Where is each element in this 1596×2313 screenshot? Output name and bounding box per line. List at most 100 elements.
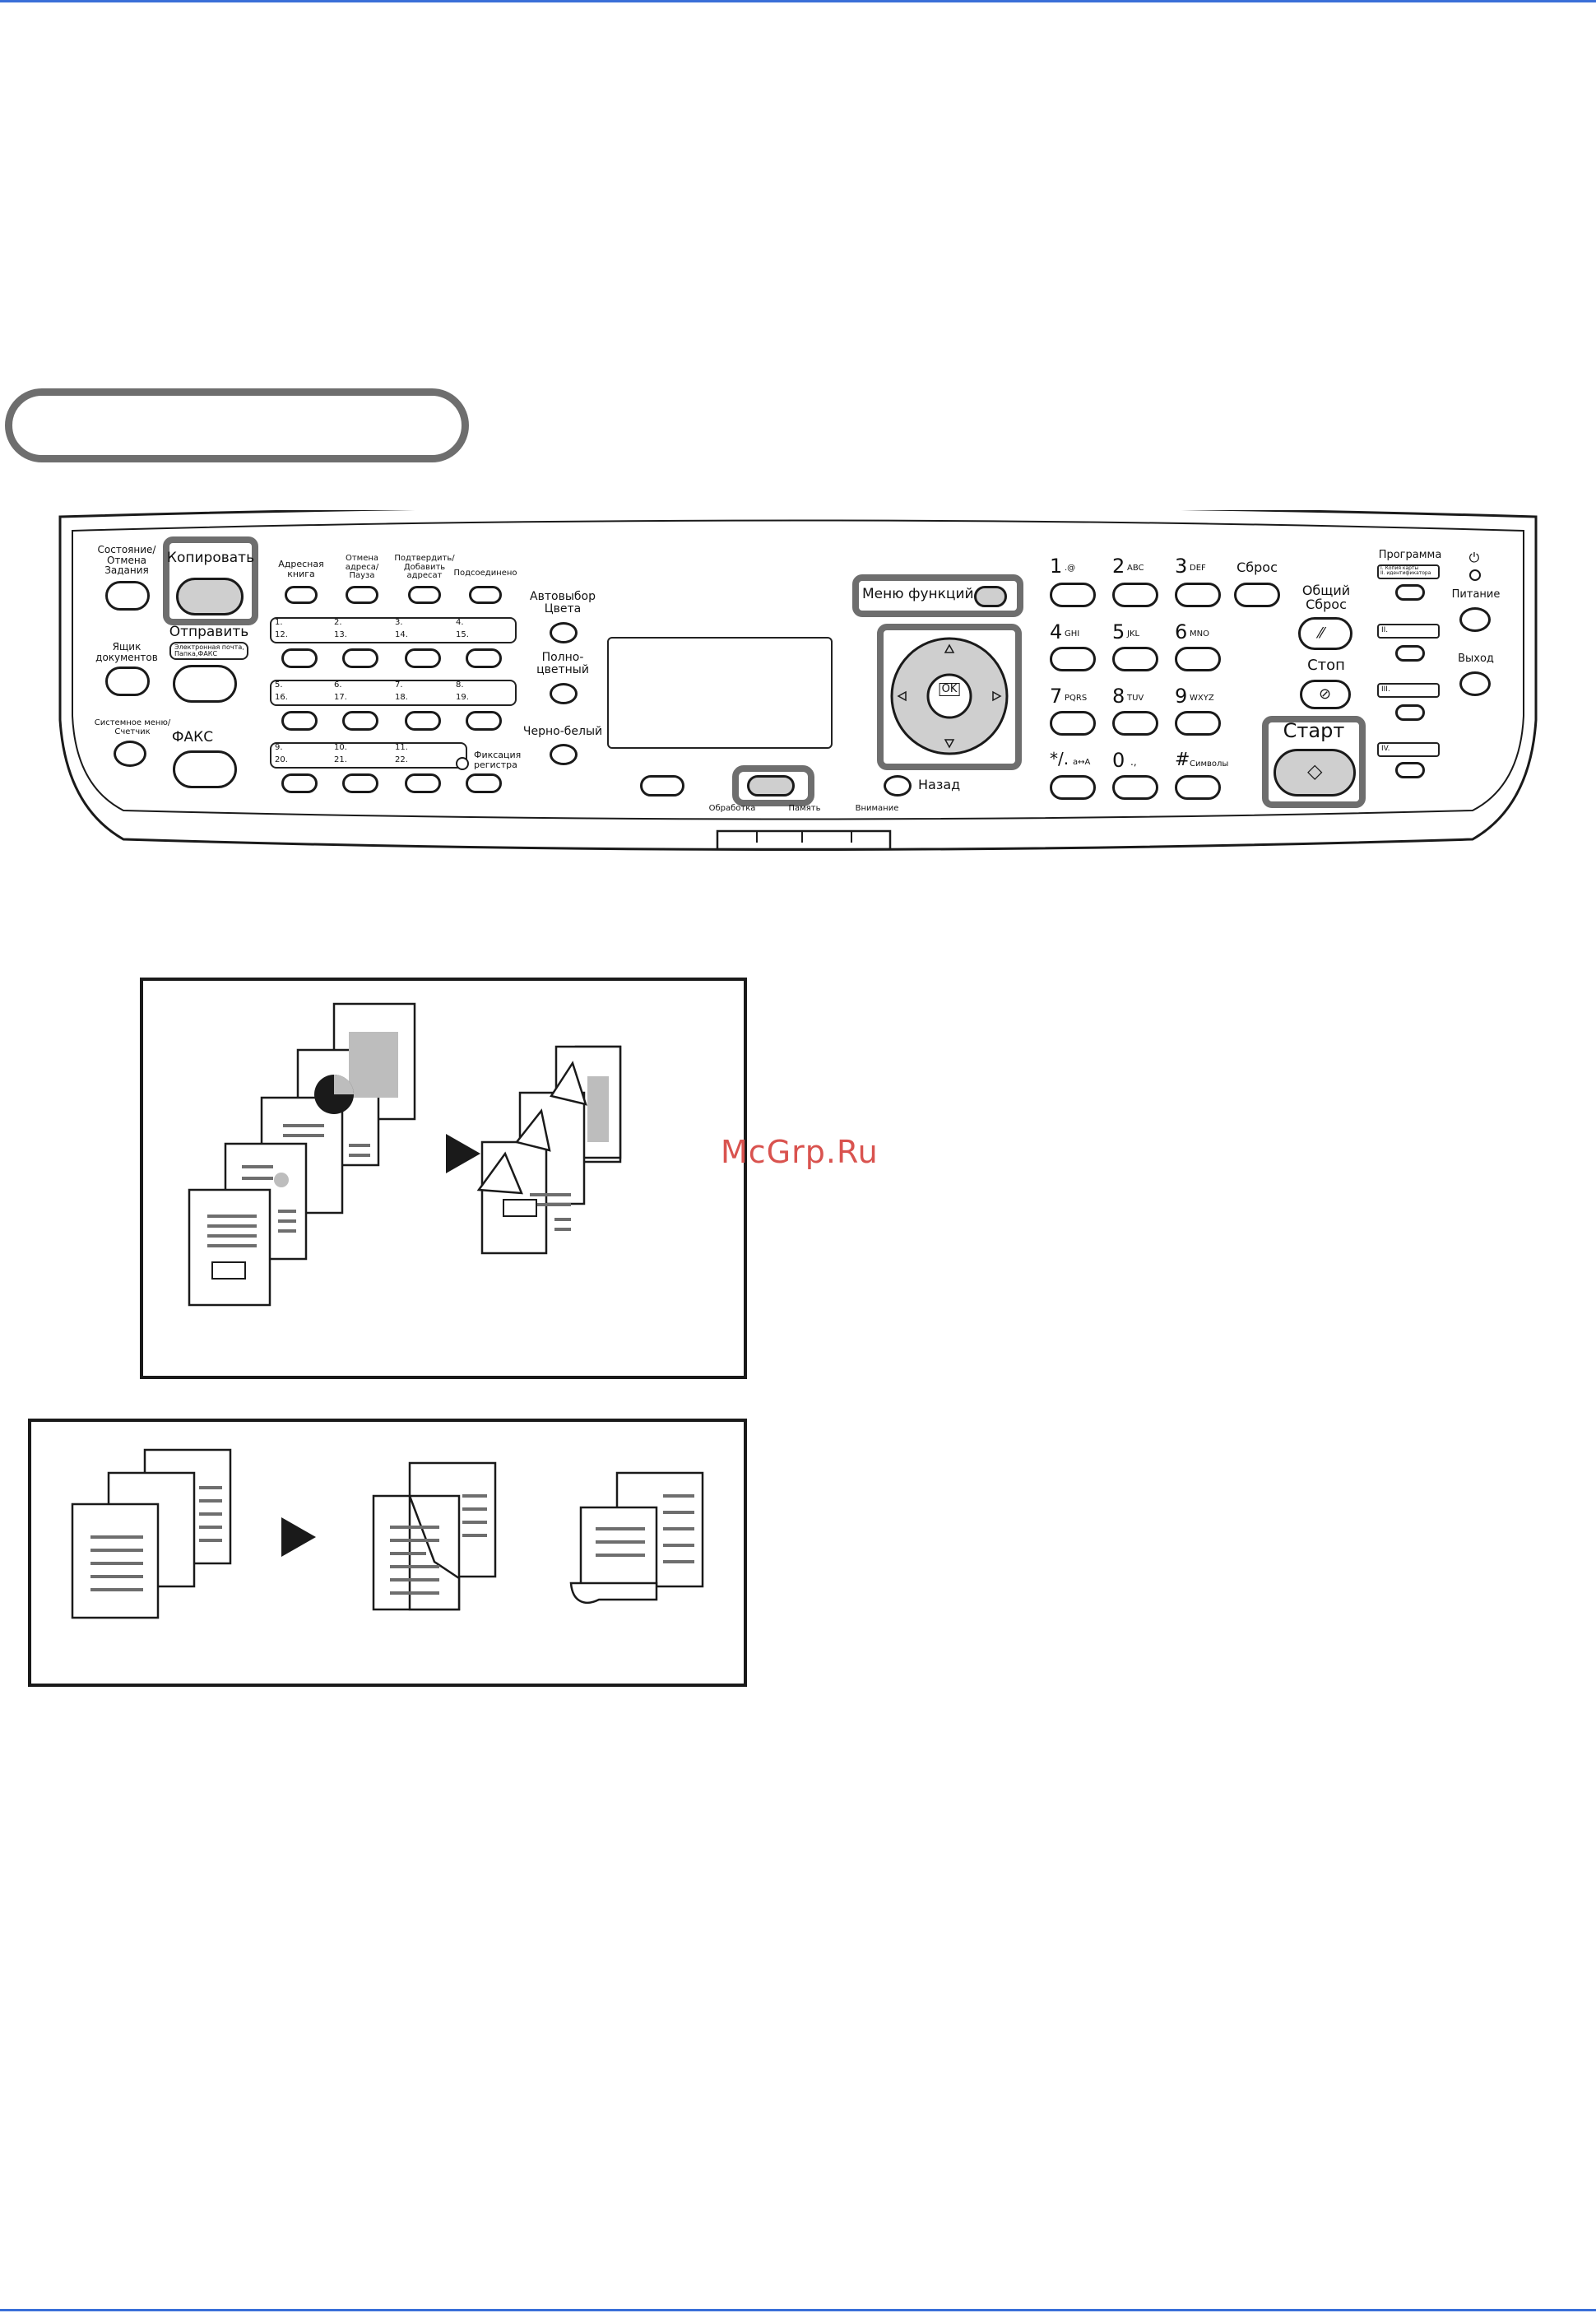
key-5[interactable] (1112, 647, 1158, 671)
system-menu-button[interactable] (114, 741, 146, 767)
key-8-num: 8 (1112, 685, 1125, 708)
full-color-label: Полно- цветный (536, 651, 589, 676)
key-0-num: 0 (1112, 749, 1125, 772)
system-menu-label: Системное меню/ Счетчик (94, 718, 171, 736)
onetouch-7-label: 7. (395, 680, 403, 690)
onetouch-12-label: 12. (275, 630, 288, 639)
confirm-address-button[interactable] (408, 586, 441, 604)
program-button-2[interactable] (1395, 645, 1425, 662)
key-6[interactable] (1175, 647, 1221, 671)
onetouch-key-9[interactable] (281, 773, 318, 793)
stop-icon: ⊘ (1319, 685, 1332, 703)
exit-button[interactable] (1459, 671, 1491, 696)
status-button[interactable] (105, 581, 150, 611)
onetouch-key-5[interactable] (281, 711, 318, 731)
nav-highlight (877, 624, 1022, 770)
onetouch-key-7[interactable] (405, 711, 441, 731)
onetouch-2-label: 2. (334, 618, 342, 627)
key-2-num: 2 (1112, 555, 1125, 578)
power-button[interactable] (1459, 607, 1491, 632)
onetouch-key-10[interactable] (342, 773, 378, 793)
stop-button[interactable]: ⊘ (1300, 680, 1351, 709)
onetouch-21-label: 21. (334, 755, 347, 764)
address-book-label: Адресная книга (278, 559, 324, 579)
onetouch-3-label: 3. (395, 618, 403, 627)
watermark: McGrp.Ru (721, 1134, 879, 1170)
cancel-address-button[interactable] (346, 586, 378, 604)
onetouch-key-4[interactable] (466, 648, 502, 668)
onetouch-4-label: 4. (456, 618, 464, 627)
function-menu-highlight (852, 574, 1023, 617)
start-diamond-icon: ◇ (1307, 759, 1323, 783)
onetouch-strip-1 (270, 617, 517, 643)
copy-button[interactable] (176, 578, 244, 615)
onetouch-key-11[interactable] (405, 773, 441, 793)
onetouch-key-8[interactable] (466, 711, 502, 731)
fax-button[interactable] (173, 750, 237, 788)
auto-color-button[interactable] (550, 622, 578, 643)
ok-label: OK (939, 683, 960, 696)
shift-lock-button[interactable] (466, 773, 502, 793)
start-label: Старт (1283, 719, 1345, 742)
function-menu-label: Меню функций (862, 586, 974, 602)
key-3-num: 3 (1175, 555, 1188, 578)
key-1[interactable] (1050, 583, 1096, 607)
key-7-num: 7 (1050, 685, 1063, 708)
key-7[interactable] (1050, 711, 1096, 736)
right-select-key[interactable] (747, 775, 795, 797)
address-book-button[interactable] (285, 586, 318, 604)
send-sub-box: Электронная почта, Папка,ФАКС (169, 642, 248, 660)
key-3[interactable] (1175, 583, 1221, 607)
stop-label: Стоп (1307, 657, 1345, 674)
duplex-illustration-box (28, 1419, 747, 1687)
onetouch-5-label: 5. (275, 680, 283, 690)
bw-button[interactable] (550, 744, 578, 765)
onetouch-14-label: 14. (395, 630, 408, 639)
processing-label: Обработка (708, 804, 756, 813)
docbox-label: Ящик документов (95, 641, 158, 663)
full-color-button[interactable] (550, 683, 578, 704)
section-pill (5, 388, 469, 462)
top-rule (0, 0, 1596, 2)
program-sub-box: I. Копия карты II. идентификатора (1377, 564, 1440, 579)
duplex-illustration (71, 1448, 704, 1619)
send-button[interactable] (173, 665, 237, 703)
document-box-button[interactable] (105, 666, 150, 696)
key-hash[interactable] (1175, 775, 1221, 800)
connected-button[interactable] (469, 586, 502, 604)
copy-label: Копировать (166, 550, 255, 566)
key-star[interactable] (1050, 775, 1096, 800)
navigation-pad[interactable] (884, 630, 1015, 762)
function-menu-button[interactable] (974, 586, 1007, 607)
onetouch-key-6[interactable] (342, 711, 378, 731)
onetouch-key-2[interactable] (342, 648, 378, 668)
program-slot-2: II. (1377, 624, 1440, 639)
auto-color-label: Автовыбор Цвета (530, 590, 596, 615)
program-slot-3-label: III. (1381, 685, 1390, 694)
onetouch-20-label: 20. (275, 755, 288, 764)
reset-button[interactable] (1234, 583, 1280, 607)
key-1-num: 1 (1050, 555, 1063, 578)
key-4[interactable] (1050, 647, 1096, 671)
key-2[interactable] (1112, 583, 1158, 607)
program-button-1[interactable] (1395, 584, 1425, 601)
back-button[interactable] (884, 775, 912, 797)
shift-lock-label: Фиксация регистра (474, 750, 522, 770)
operation-panel: Состояние/ Отмена Задания Ящик документо… (58, 510, 1538, 864)
program-button-3[interactable] (1395, 704, 1425, 721)
start-button[interactable]: ◇ (1274, 749, 1356, 797)
left-select-key[interactable] (640, 775, 684, 797)
key-0[interactable] (1112, 775, 1158, 800)
onetouch-key-1[interactable] (281, 648, 318, 668)
onetouch-15-label: 15. (456, 630, 469, 639)
bw-label: Черно-белый (522, 725, 603, 738)
onetouch-13-label: 13. (334, 630, 347, 639)
general-reset-button[interactable]: ⁄⁄ (1298, 617, 1352, 650)
key-8[interactable] (1112, 711, 1158, 736)
cancel-address-label: Отмена адреса/ Пауза (345, 554, 379, 580)
key-9[interactable] (1175, 711, 1221, 736)
program-button-4[interactable] (1395, 762, 1425, 778)
onetouch-9-label: 9. (275, 743, 283, 752)
onetouch-key-3[interactable] (405, 648, 441, 668)
program-slot-3: III. (1377, 683, 1440, 698)
